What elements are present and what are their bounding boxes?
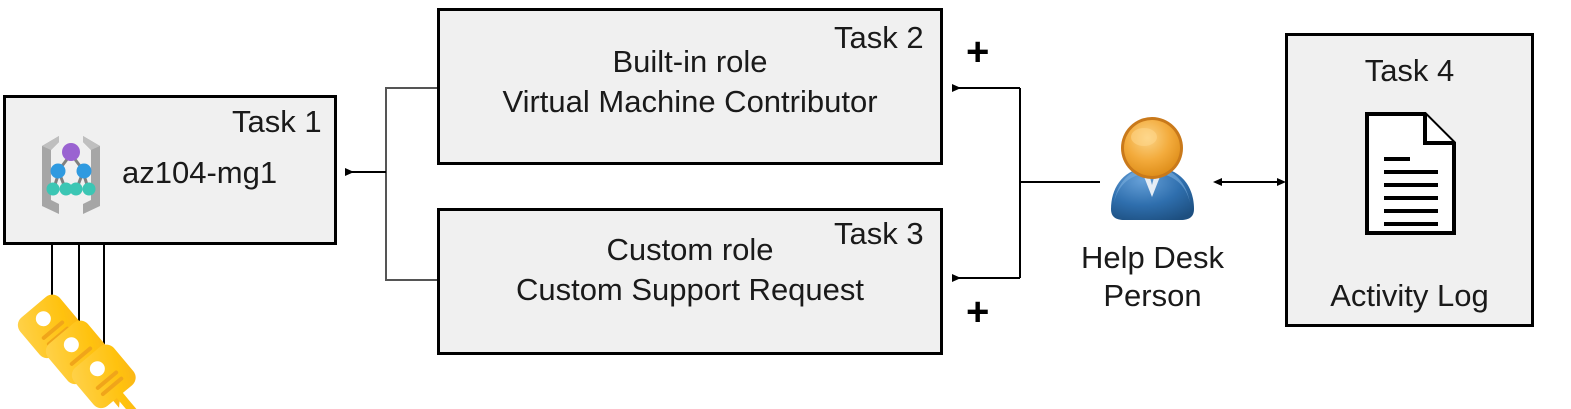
task2-box[interactable] [437, 8, 943, 165]
key-icon-3 [71, 344, 147, 409]
task4-task-label: Task 4 [1364, 53, 1455, 88]
task1-task-label: Task 1 [232, 104, 322, 139]
key-icon-group [14, 280, 147, 409]
plus-sign-bottom: + [966, 290, 990, 334]
document-icon [1363, 111, 1458, 236]
connector-roles-to-mg [345, 87, 437, 281]
task2-line1: Built-in role [612, 44, 768, 79]
person-caption-line2: Person [1103, 278, 1202, 313]
task3-task-label: Task 3 [834, 216, 924, 251]
task2-line2: Virtual Machine Contributor [502, 84, 878, 119]
task1-box[interactable] [3, 95, 337, 245]
person-caption-line1: Help Desk [1081, 240, 1224, 275]
task4-caption: Activity Log [1330, 278, 1489, 313]
task2-task-label: Task 2 [834, 20, 924, 55]
user-person-icon [1100, 115, 1205, 225]
task3-line1: Custom role [606, 232, 774, 267]
task3-box[interactable] [437, 208, 943, 355]
plus-sign-top: + [966, 30, 990, 74]
task3-line2: Custom Support Request [515, 272, 865, 307]
task1-name-label: az104-mg1 [122, 155, 278, 190]
management-group-icon [28, 130, 114, 218]
